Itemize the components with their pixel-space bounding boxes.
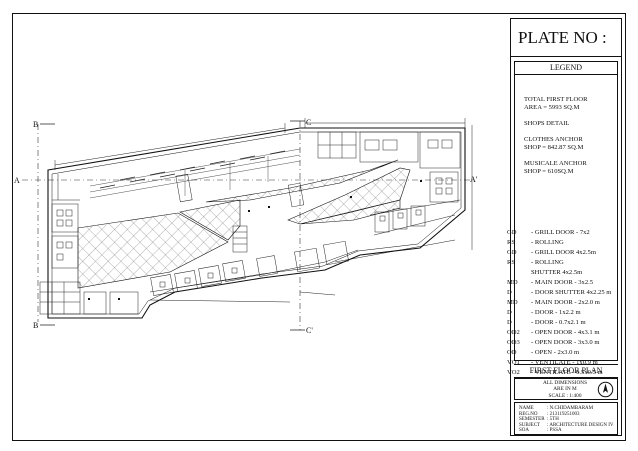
service-core <box>317 131 461 203</box>
plate-title: PLATE NO : <box>511 19 621 57</box>
abbr-row: D- DOOR - 1x2.2 m <box>507 309 581 316</box>
info-row: SUBJECT: ARCHITECTURE DESIGN IV <box>519 422 614 428</box>
title-block-panel: PLATE NO : LEGEND TOTAL FIRST FLOOR AREA… <box>507 18 622 436</box>
section-mark-b-top: B <box>33 120 38 129</box>
dimensions-note: ALL DIMENSIONS ARE IN M SCALE : 1:400 <box>542 380 588 399</box>
student-info-box: NAME: N.CHIDAMBARAM REG.NO: 213119251003… <box>514 402 618 435</box>
abbr-row: GD- GRILL DOOR 4x2.5m <box>507 249 596 256</box>
info-row: SEMESTER: 5TH <box>519 417 559 423</box>
dimensions-note-box: ALL DIMENSIONS ARE IN M SCALE : 1:400 <box>514 378 618 400</box>
escalators <box>175 173 305 253</box>
clothes-line: CLOTHES ANCHOR <box>524 136 583 143</box>
abbr-row: MD- MAIN DOOR - 2x2.0 m <box>507 299 600 306</box>
abbr-row: OD3- OPEN DOOR - 3x3.0 m <box>507 339 600 346</box>
area-line: TOTAL FIRST FLOOR <box>524 96 588 103</box>
north-arrow-icon <box>597 381 614 398</box>
abbr-row: D- DOOR - 0.7x2.1 m <box>507 319 586 326</box>
abbr-row: D- DOOR SHUTTER 4x2.25 m <box>507 289 612 296</box>
abbr-row: SHUTTER 4x2.5m <box>531 269 583 276</box>
bottom-shop-rows <box>149 240 359 296</box>
abbr-row: VO2- VENTILATE - 0.5x0.5 m <box>507 369 603 376</box>
plan-title: FIRST FLOOR PLAN <box>514 364 618 378</box>
left-wing <box>39 174 139 315</box>
section-mark-a-left: A <box>14 176 20 185</box>
legend-area-notes: TOTAL FIRST FLOOR AREA = 5993 SQ.M SHOPS… <box>524 96 616 176</box>
music-line: SHOP = 610SQ.M <box>524 168 574 175</box>
section-mark-b-bottom: B <box>33 321 38 330</box>
info-row: NAME: N.CHIDAMBARAM <box>519 406 594 411</box>
abbreviation-list: GD- GRILL DOOR - 7x2 RS- ROLLING GD- GRI… <box>507 228 619 378</box>
section-markers: B B A A' C C' <box>14 118 478 335</box>
top-shop-rows <box>89 148 301 199</box>
abbr-row: MD- MAIN DOOR - 3x2.5 <box>507 279 594 286</box>
building-outline <box>47 127 466 319</box>
area-line: AREA = 5993 SQ.M <box>524 104 580 111</box>
abbr-row: GD- GRILL DOOR - 7x2 <box>507 229 590 236</box>
section-mark-c-top: C <box>306 118 311 127</box>
legend-heading: LEGEND <box>515 62 617 75</box>
section-mark-a-right: A' <box>470 175 478 184</box>
abbr-row: RS- ROLLING <box>507 239 564 246</box>
atrium-voids <box>77 159 411 289</box>
right-shops <box>369 199 461 236</box>
column-grid <box>88 180 422 300</box>
info-row: REG.NO: 213119251003 <box>519 411 580 417</box>
drawing-sheet-border <box>12 13 626 441</box>
shops-heading: SHOPS DETAIL <box>524 120 570 127</box>
first-floor-plan-drawing: B B A A' C C' <box>14 118 478 335</box>
music-line: MUSICALE ANCHOR <box>524 160 587 167</box>
info-row: SOA: PSSA <box>519 428 562 434</box>
legend-box: LEGEND TOTAL FIRST FLOOR AREA = 5993 SQ.… <box>507 61 618 376</box>
dimension-lines <box>54 118 473 303</box>
section-mark-c-bottom: C' <box>306 326 313 335</box>
abbr-row: RS- ROLLING <box>507 259 564 266</box>
abbr-row: OD2- OPEN DOOR - 4x3.1 m <box>507 329 600 336</box>
abbr-row: OD- OPEN - 2x3.0 m <box>507 349 580 356</box>
abbr-row: VO1- VENTILATE - 1x0.9 m <box>507 359 598 366</box>
clothes-line: SHOP = 842.87 SQ.M <box>524 144 584 151</box>
